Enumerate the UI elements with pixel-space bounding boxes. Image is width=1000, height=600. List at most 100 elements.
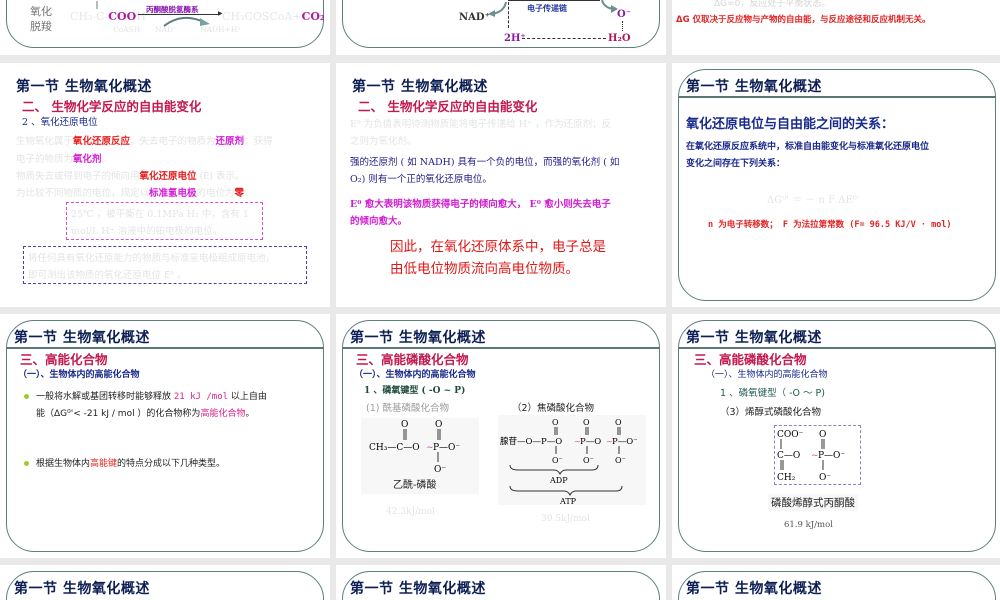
svg-text:ADP: ADP (549, 476, 568, 485)
slide-thumb-r3-c1[interactable]: 第一节 生物氧化概述 (0, 565, 330, 600)
section-heading: 三、高能磷酸化合物 (694, 352, 807, 367)
curved-arrow-icon (163, 16, 210, 27)
faded-line: 之则为氧化剂。 (350, 136, 417, 147)
carbonyl-o: ‖ (95, 0, 99, 9)
svg-text:O: O (401, 420, 408, 430)
slide-title: 第一节 生物氧化概述 (14, 581, 150, 597)
conclusion-line: 由低电位物质流向高电位物质。 (390, 261, 579, 277)
enzyme-label: 丙酮酸脱氢酶系 (146, 5, 199, 14)
acetyl-phosphate-structure: O O CH₃—C—O~P—O⁻ O⁻ 乙酰-磷酸 (361, 418, 479, 494)
energy-value: 42.3kJ/mol (386, 507, 435, 517)
slide-thumb-r2-c3[interactable]: 第一节 生物氧化概述 三、高能磷酸化合物 （一）、生物体内的高能化合物 1 、磷… (672, 314, 1000, 558)
slide-thumb-r1-c2[interactable]: 第一节 生物氧化概述 二、 生物化学反应的自由能变化 E⁰ 为负值表明待测物质能… (336, 63, 666, 307)
slide-title: 第一节 生物氧化概述 (686, 79, 822, 95)
energy-value: 61.9 kJ/mol (784, 520, 833, 530)
slide-thumb-r3-c2[interactable]: 第一节 生物氧化概述 (336, 565, 666, 600)
svg-text:O⁻: O⁻ (583, 456, 594, 465)
svg-text:O⁻: O⁻ (552, 456, 563, 465)
svg-text:腺苷—O—P—O: 腺苷—O—P—O (500, 436, 562, 447)
water-label: H₂O (608, 33, 631, 44)
compound-name: 乙酰-磷酸 (393, 480, 437, 491)
slide-thumb-r1-c1[interactable]: 第一节 生物氧化概述 二、 生物化学反应的自由能变化 2 、氧化还原电位 生物氧… (0, 63, 330, 307)
section-heading: 三、高能化合物 (20, 352, 108, 367)
bond-type-heading: 1 、磷氧键型（ -O ～ P) (720, 388, 825, 399)
svg-text:P—O⁻: P—O⁻ (433, 443, 460, 453)
slide-thumb-r2-c2[interactable]: 第一节 生物氧化概述 三、高能磷酸化合物 （一）、生物体内的高能化合物 1 、磷… (336, 314, 666, 558)
section-heading: 三、高能磷酸化合物 (356, 352, 469, 367)
chain-line (508, 0, 600, 1)
dashed-line-vertical (508, 2, 509, 28)
potential-meaning-line: 的倾向愈大。 (350, 216, 408, 227)
slide-thumb-r0-c1[interactable]: 氧化 脱羧 CH₃-C-COOH ‖ 丙酮酸脱氢酶系 ▶ CH₃COSCoA+C… (0, 0, 330, 55)
paragraph-line: 物质失去或得到电子的倾向用氧化还原电位 (E) 表示。 (16, 171, 245, 182)
svg-text:O: O (435, 420, 442, 430)
bullet-icon (24, 461, 29, 466)
bullet-text: 一般将水解或基团转移时能够释放 21 kJ /mol 以上自由 (36, 392, 267, 402)
formula-note: n 为电子转移数； F 为法拉第常数 (F= 96.5 KJ/V · mol) (708, 220, 952, 230)
svg-text:~: ~ (426, 443, 434, 453)
slide-frame (6, 571, 324, 600)
formula: ΔG⁰' ＝ － n F ΔE⁰' (767, 195, 860, 206)
relation-heading: 氧化还原电位与自由能之间的关系： (686, 117, 895, 132)
cofactor-nad: NAD⁺ (155, 25, 177, 34)
definition-box: 25℃ ，被平衡在 0.1MPa H₂ 中，含有 1 mol/L H⁺ 溶液中的… (66, 202, 263, 240)
electron-transport-chain-label: 电子传递链 (527, 4, 567, 13)
section-heading: 二、 生物化学反应的自由能变化 (22, 99, 202, 114)
svg-text:~: ~ (574, 437, 581, 446)
slide-frame (678, 320, 996, 552)
svg-text:O: O (552, 418, 559, 427)
structure-diagram: O O O 腺苷—O—P—O~P—O~P—O⁻ O⁻ O⁻ O⁻ ADP ATP (500, 418, 638, 506)
svg-text:O⁻: O⁻ (819, 473, 831, 483)
slide-frame (678, 69, 996, 301)
acyl-phosphate-label: (1) 酰基磷酸化合物 (366, 403, 449, 414)
title-divider (7, 347, 323, 349)
slide-frame (678, 571, 996, 600)
paragraph-line: 电子的物质为氧化剂。 (16, 154, 112, 165)
slide-title: 第一节 生物氧化概述 (16, 79, 152, 95)
slide-title: 第一节 生物氧化概述 (14, 330, 150, 346)
cofactor-coash: CoASH (113, 25, 141, 34)
paragraph-line: 为比较不同物质的电位，规定以标准氢电极的电位为零。 (16, 188, 254, 199)
slide-frame (342, 571, 660, 600)
slide-thumb-r0-c2[interactable]: 电子传递链 NAD⁺ O⁻ 2H⁺ H₂O (336, 0, 666, 55)
slide-title: 第一节 生物氧化概述 (686, 581, 822, 597)
title-divider (679, 347, 995, 349)
svg-text:O⁻: O⁻ (615, 456, 626, 465)
slide-thumb-r3-c3[interactable]: 第一节 生物氧化概述 (672, 565, 1000, 600)
bullet-icon (24, 394, 29, 399)
nad-label: NAD⁺ (459, 12, 490, 23)
bullet-text-cont: 能（ΔG⁰'< -21 kJ / mol ）的化合物称为高能化合物。 (36, 409, 255, 419)
atp-structure: O O O 腺苷—O—P—O~P—O~P—O⁻ O⁻ O⁻ O⁻ ADP ATP (498, 415, 646, 506)
reaction-arrow (138, 14, 220, 15)
compound-name: 磷酸烯醇式丙酮酸 (768, 494, 858, 511)
pyrophosphate-label: （2）焦磷酸化合物 (512, 403, 595, 414)
svg-text:P—O⁻: P—O⁻ (818, 451, 845, 461)
slide-thumb-r2-c1[interactable]: 第一节 生物氧化概述 三、高能化合物 （一）、生物体内的高能化合物 一般将水解或… (0, 314, 330, 558)
svg-text:O⁻: O⁻ (434, 465, 446, 475)
dashed-line-horizontal (522, 38, 606, 39)
relation-text: 在氧化还原反应系统中，标准自由能变化与标准氧化还原电位 (686, 142, 930, 152)
svg-text:O: O (819, 430, 826, 440)
reaction-product: CH₃COSCoA+CO₂ (222, 10, 325, 23)
label-oxidative-decarboxylation: 氧化 脱羧 (30, 5, 52, 33)
slide-frame (6, 0, 324, 48)
reductant-oxidant-line: 强的还原剂 ( 如 NADH) 具有一个负的电位，而强的氧化剂 ( 如 (350, 157, 620, 168)
cofactor-nadh: NADH+H⁺ (200, 25, 242, 34)
slide-thumb-r0-c3[interactable]: ΔG=0，反应处于平衡状态。 ΔG 仅取决于反应物与产物的自由能，与反应途径和反… (672, 0, 1000, 55)
subsection-heading: （一）、生物体内的高能化合物 (354, 370, 476, 380)
subsection-heading: （一）、生物体内的高能化合物 (706, 370, 828, 380)
bond-type-heading: 1 、磷氧键型 ( -O ~ P) (364, 386, 466, 396)
svg-text:CH₂: CH₂ (777, 473, 796, 483)
relation-text: 变化之间存在下列关系： (686, 159, 786, 169)
slide-title: 第一节 生物氧化概述 (350, 330, 486, 346)
faded-line: E⁰ 为负值表明待测物质能将电子传递给 H⁺ ，作为还原剂；反 (350, 119, 612, 130)
structure-diagram: O O CH₃—C—O~P—O⁻ O⁻ (369, 420, 460, 475)
arrow-head-icon: ▶ (218, 10, 223, 17)
subsection-heading: （一）、生物体内的高能化合物 (18, 370, 140, 380)
measurement-box: 将任何具有氧化还原能力的物质与标准氢电极组成原电池， 即可测出该物质的氧化还原电… (23, 246, 307, 284)
slide-title: 第一节 生物氧化概述 (352, 79, 488, 95)
slide-thumb-r1-c3[interactable]: 第一节 生物氧化概述 氧化还原电位与自由能之间的关系： 在氧化还原反应系统中，标… (672, 63, 1000, 307)
title-divider (679, 96, 995, 98)
